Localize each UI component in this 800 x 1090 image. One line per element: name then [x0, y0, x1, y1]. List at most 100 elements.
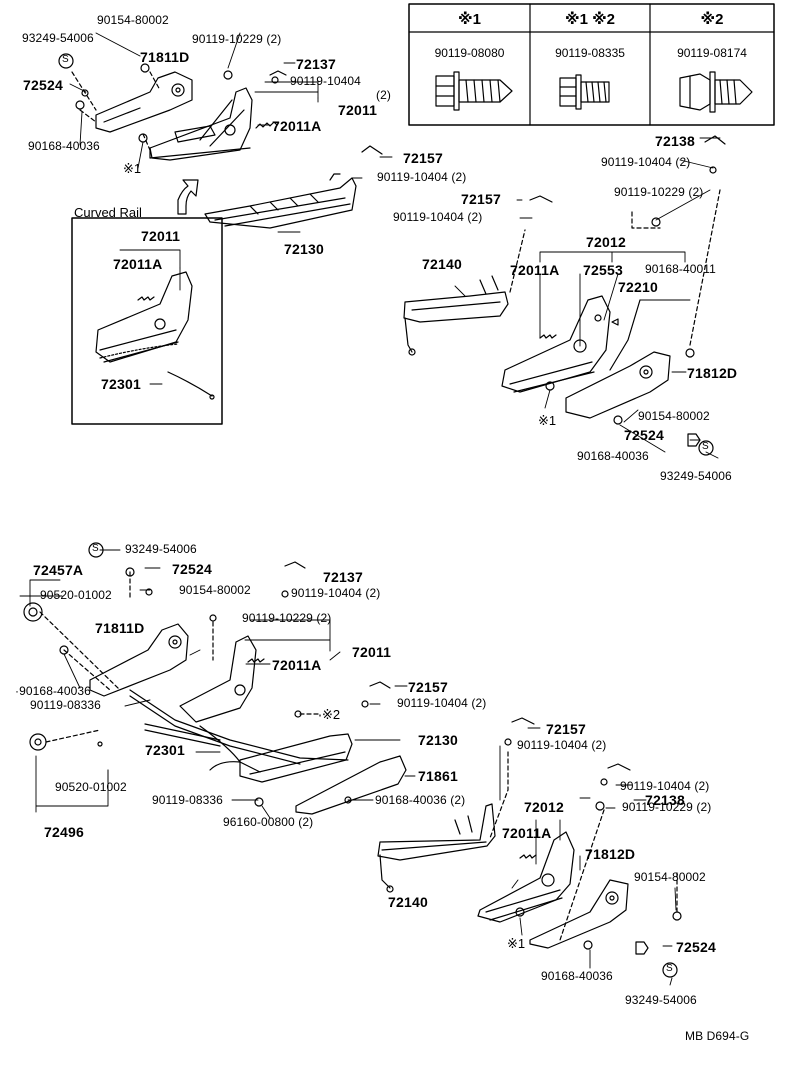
- part-label-72157-c: 72157: [408, 679, 448, 695]
- note-mark-3: ※2: [322, 707, 341, 722]
- legend-part-number-1: 90119-08080: [434, 46, 505, 60]
- part-label-qty-2: (2): [376, 88, 391, 102]
- part-label-72301-b: 72301: [145, 742, 185, 758]
- part-label-90119-10404-f: 90119-10404 (2): [517, 738, 607, 752]
- part-label-90168-40036-d: 90168-40036 (2): [375, 793, 466, 807]
- part-label-72140-b: 72140: [388, 894, 428, 910]
- bolt-icon-90119-08080: [435, 71, 513, 111]
- part-label-90119-10404-d: 90119-10404 (2): [291, 586, 381, 600]
- diagram-code: MB D694-G: [685, 1029, 750, 1043]
- leader-lines: [19, 32, 721, 986]
- part-label-90119-10229-c: 90119-10229 (2): [242, 611, 332, 625]
- seat-track-bottom-left: [23, 561, 407, 815]
- part-label-72011-b: 72011: [352, 644, 392, 660]
- legend-cell-3: ※2 90119-08174: [650, 4, 774, 125]
- part-label-90168-40011: 90168-40011: [645, 262, 716, 276]
- part-label-90154-80002-c: 90154-80002: [179, 583, 251, 597]
- part-label-72210: 72210: [618, 279, 658, 295]
- part-label-90168-40036: 90168-40036: [28, 139, 100, 153]
- part-label-90154-80002-b: 90154-80002: [638, 409, 710, 423]
- part-label-72012-b: 72012: [524, 799, 564, 815]
- part-label-72011a-inset: 72011A: [113, 256, 163, 272]
- part-label-93249-54006-b: 93249-54006: [660, 469, 732, 483]
- part-label-90119-10404-c: 90119-10404 (2): [393, 210, 483, 224]
- legend-table-frame: [408, 3, 775, 126]
- bolt-icon-90119-08174: [679, 71, 753, 113]
- part-label-90119-10404-b: 90119-10404 (2): [601, 155, 691, 169]
- part-label-72011a-b: 72011A: [510, 262, 560, 278]
- curved-rail-title: Curved Rail: [74, 205, 142, 220]
- curved-rail-assembly: [95, 271, 215, 400]
- part-label-90119-08336-b: 90119-08336: [152, 793, 223, 807]
- part-label-90168-40036-e: 90168-40036: [541, 969, 613, 983]
- part-label-72524-b: 72524: [624, 427, 664, 443]
- part-label-90154-80002-d: 90154-80002: [634, 870, 706, 884]
- part-label-72011: 72011: [338, 102, 378, 118]
- part-label-71811d-b: 71811D: [95, 620, 145, 636]
- part-label-71861: 71861: [418, 768, 458, 784]
- part-label-90119-10404: 90119-10404: [290, 74, 361, 88]
- s-mark-3: S: [92, 543, 99, 554]
- note-mark-2: ※1: [538, 413, 557, 428]
- bolt-icon-90119-08335: [559, 74, 610, 110]
- part-label-93249-54006-c: 93249-54006: [125, 542, 197, 556]
- part-label-90168-40036-c: ·90168-40036: [15, 684, 91, 698]
- part-label-72011-inset: 72011: [141, 228, 181, 244]
- part-label-71812d-a: 71812D: [687, 365, 738, 381]
- part-label-71811d: 71811D: [140, 49, 190, 65]
- part-label-72011a-c: 72011A: [272, 657, 322, 673]
- part-label-72157-d: 72157: [546, 721, 586, 737]
- part-label-72130-a: 72130: [284, 241, 324, 257]
- s-mark-4: S: [666, 963, 673, 974]
- part-label-72137: 72137: [296, 56, 336, 72]
- part-label-90520-01002-a: 90520-01002: [40, 588, 112, 602]
- part-label-72012-a: 72012: [586, 234, 626, 250]
- legend-header-1: ※1: [458, 11, 481, 28]
- part-label-90168-40036-b: 90168-40036: [577, 449, 649, 463]
- legend-cell-1: ※1 90119-08080: [409, 4, 530, 125]
- part-label-90119-10229: 90119-10229 (2): [192, 32, 282, 46]
- seat-rail-72140: [403, 229, 526, 356]
- part-label-72524-c: 72524: [172, 561, 212, 577]
- legend-part-number-3: 90119-08174: [677, 46, 747, 60]
- part-label-72553: 72553: [583, 262, 623, 278]
- part-label-72157-a: 72157: [403, 150, 443, 166]
- part-label-90119-10404-a: 90119-10404 (2): [377, 170, 467, 184]
- part-label-72524: 72524: [23, 77, 63, 93]
- seat-rail-72130: [204, 145, 383, 229]
- s-mark-circles: [58, 53, 714, 978]
- part-label-72011a: 72011A: [272, 118, 322, 134]
- part-label-72496: 72496: [44, 824, 84, 840]
- s-mark-1: S: [62, 54, 69, 65]
- part-label-72301-inset: 72301: [101, 376, 141, 392]
- s-mark-2: S: [702, 441, 709, 452]
- legend-header-2: ※1 ※2: [564, 11, 616, 28]
- legend-cell-2: ※1 ※2 90119-08335: [530, 4, 650, 125]
- curved-rail-arrow: [177, 179, 199, 215]
- part-label-72140-a: 72140: [422, 256, 462, 272]
- note-mark-1: ※1: [123, 161, 142, 176]
- part-label-90119-08336-a: 90119-08336: [30, 698, 101, 712]
- part-label-72457a: 72457A: [33, 562, 84, 578]
- part-label-90119-10229-d: 90119-10229 (2): [622, 800, 712, 814]
- curved-rail-inset: [71, 217, 223, 425]
- part-label-72138-b: 72138: [645, 792, 685, 808]
- part-label-71812d-b: 71812D: [585, 846, 636, 862]
- part-label-93249-54006-d: 93249-54006: [625, 993, 697, 1007]
- part-label-72524-d: 72524: [676, 939, 716, 955]
- part-label-93249-54006: 93249-54006: [22, 31, 94, 45]
- part-label-72157-b: 72157: [461, 191, 501, 207]
- seat-track-top-left: [71, 63, 287, 161]
- part-label-90520-01002-b: 90520-01002: [55, 780, 127, 794]
- part-label-90119-10404-e: 90119-10404 (2): [397, 696, 487, 710]
- part-label-72138-a: 72138: [655, 133, 695, 149]
- part-label-90119-10404-g: 90119-10404 (2): [620, 779, 710, 793]
- part-label-72011a-d: 72011A: [502, 825, 552, 841]
- part-label-72130-b: 72130: [418, 732, 458, 748]
- seat-track-right: [501, 135, 726, 447]
- seat-track-bottom-right: [377, 717, 682, 955]
- part-label-96160-00800: 96160-00800 (2): [223, 815, 314, 829]
- legend-header-3: ※2: [700, 11, 724, 28]
- part-label-90154-80002: 90154-80002: [97, 13, 169, 27]
